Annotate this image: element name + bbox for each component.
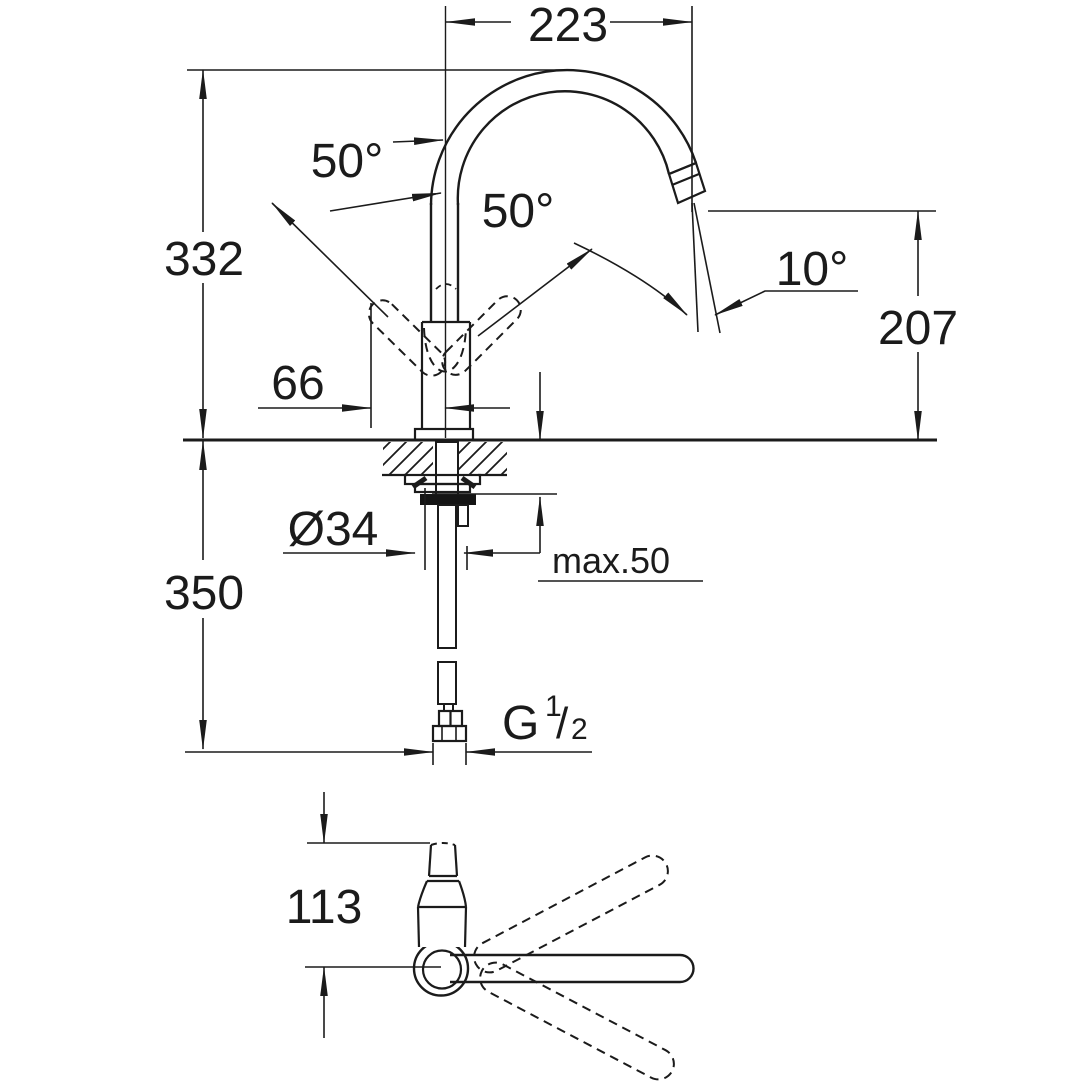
lever-handle bbox=[450, 953, 695, 984]
dim-handle-angle-label: 50° bbox=[311, 135, 384, 188]
dimension-outlet-angle: 10° bbox=[714, 243, 858, 316]
dimension-outlet-height: 207 bbox=[708, 210, 958, 441]
dimension-below-counter: 350 bbox=[164, 440, 244, 750]
dimension-max-thickness: max.50 bbox=[432, 372, 703, 582]
base-flange bbox=[413, 427, 475, 442]
lever-position-down-phantom bbox=[479, 961, 675, 1081]
supply-hose-upper bbox=[437, 504, 457, 649]
dim-below-counter-label: 350 bbox=[164, 567, 244, 620]
outlet-angle-lines bbox=[573, 202, 721, 334]
thread-numerator: 1 bbox=[545, 690, 562, 723]
spout-tube bbox=[429, 68, 707, 323]
mounting-hardware bbox=[403, 441, 482, 743]
dimension-spout-height: 332 bbox=[164, 69, 565, 439]
thread-letter: G bbox=[502, 697, 539, 750]
cartridge-hidden-arc bbox=[435, 283, 457, 290]
aerator-outlet bbox=[667, 161, 707, 205]
front-view: 223 332 350 207 10° bbox=[164, 0, 958, 765]
dimension-handle-angle: 50° bbox=[271, 135, 444, 318]
fixing-bolt bbox=[457, 504, 469, 527]
handle-position-right-phantom bbox=[441, 295, 522, 376]
dim-handle-offset-label: 66 bbox=[271, 357, 324, 410]
dimension-handle-offset: 66 bbox=[258, 303, 510, 428]
top-view: 113 bbox=[286, 792, 695, 1081]
spout-top-silhouette bbox=[416, 842, 468, 948]
dim-outlet-height-label: 207 bbox=[878, 302, 958, 355]
handle-socket-hidden bbox=[423, 327, 467, 373]
aerator-joint-line2 bbox=[671, 172, 700, 187]
supply-hose-lower bbox=[437, 661, 457, 705]
countertop-section bbox=[183, 438, 937, 477]
dim-spout-height-label: 332 bbox=[164, 233, 244, 286]
dimension-thread-size: G 1 / 2 bbox=[185, 690, 592, 765]
dim-spout-reach-label: 223 bbox=[528, 0, 608, 52]
lever-position-up-phantom bbox=[473, 854, 669, 974]
dimension-swivel-angle: 50° bbox=[477, 185, 593, 337]
dim-outlet-angle-label: 10° bbox=[776, 243, 849, 296]
mounting-nut bbox=[420, 494, 476, 505]
dim-swivel-angle-label: 50° bbox=[482, 185, 555, 238]
counter-hatch-right bbox=[458, 442, 507, 475]
handle-position-left-phantom bbox=[367, 299, 447, 377]
dimension-spout-reach: 223 bbox=[445, 0, 693, 212]
dim-hole-diameter-label: Ø34 bbox=[288, 503, 379, 556]
thread-slash: / bbox=[556, 699, 569, 748]
dim-max-thickness-label: max.50 bbox=[552, 540, 670, 581]
dim-handle-length-label: 113 bbox=[286, 881, 363, 934]
base-circle-inner bbox=[421, 949, 463, 990]
counter-hatch-left bbox=[383, 442, 433, 475]
thread-denominator: 2 bbox=[571, 713, 588, 746]
swivel-arc bbox=[573, 242, 688, 316]
dimension-handle-length: 113 bbox=[286, 792, 441, 1038]
dimension-hole-diameter: Ø34 bbox=[283, 488, 468, 570]
